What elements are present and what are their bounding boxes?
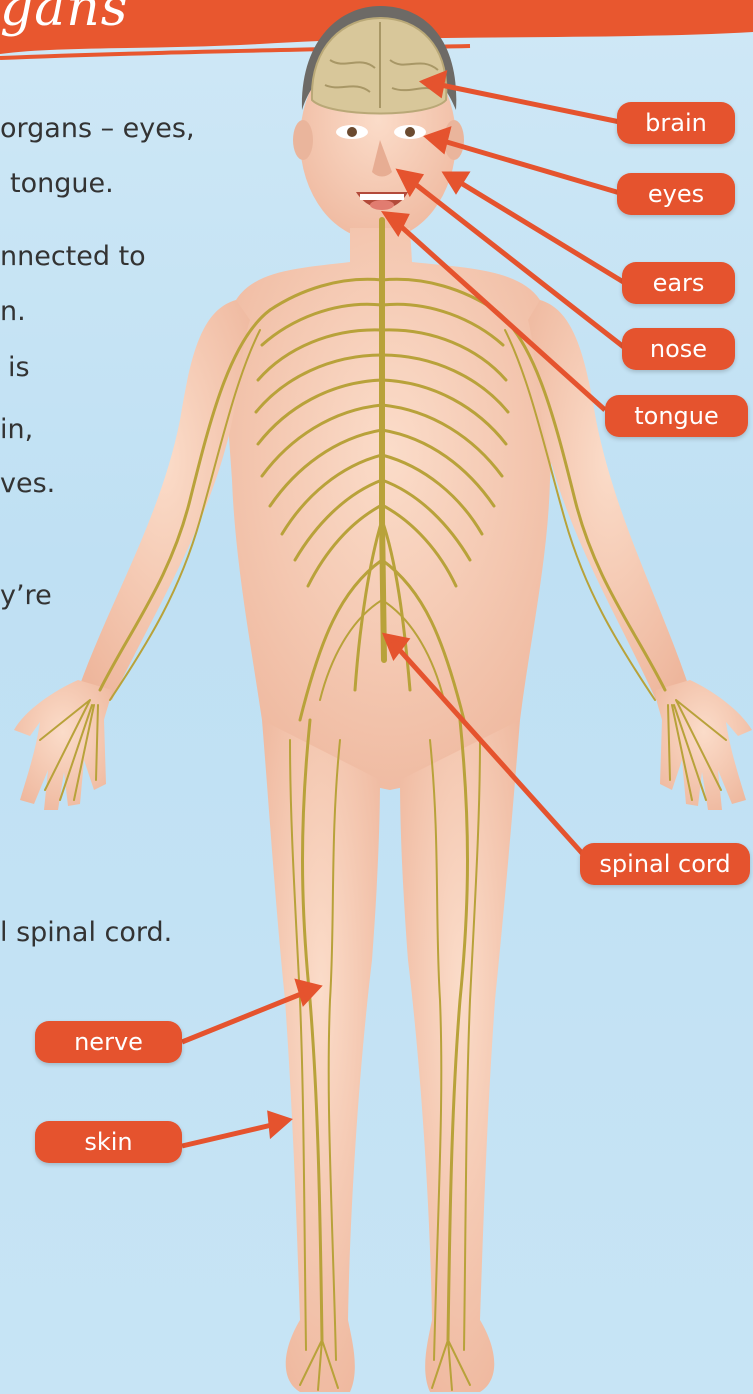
left-ear: [293, 120, 313, 160]
label-tongue: tongue: [605, 395, 748, 437]
label-brain: brain: [617, 102, 735, 144]
arrow-skin: [182, 1124, 276, 1146]
left-arm: [78, 300, 250, 700]
label-eyes: eyes: [617, 173, 735, 215]
label-skin: skin: [35, 1121, 182, 1163]
label-spinal-cord: spinal cord: [580, 843, 750, 885]
label-nerve: nerve: [35, 1021, 182, 1063]
right-leg: [400, 720, 520, 1392]
arrow-brain: [436, 84, 620, 122]
arrow-ears: [456, 180, 625, 283]
label-nose: nose: [622, 328, 735, 370]
spinal-cord-line: [382, 220, 384, 660]
label-ears: ears: [622, 262, 735, 304]
